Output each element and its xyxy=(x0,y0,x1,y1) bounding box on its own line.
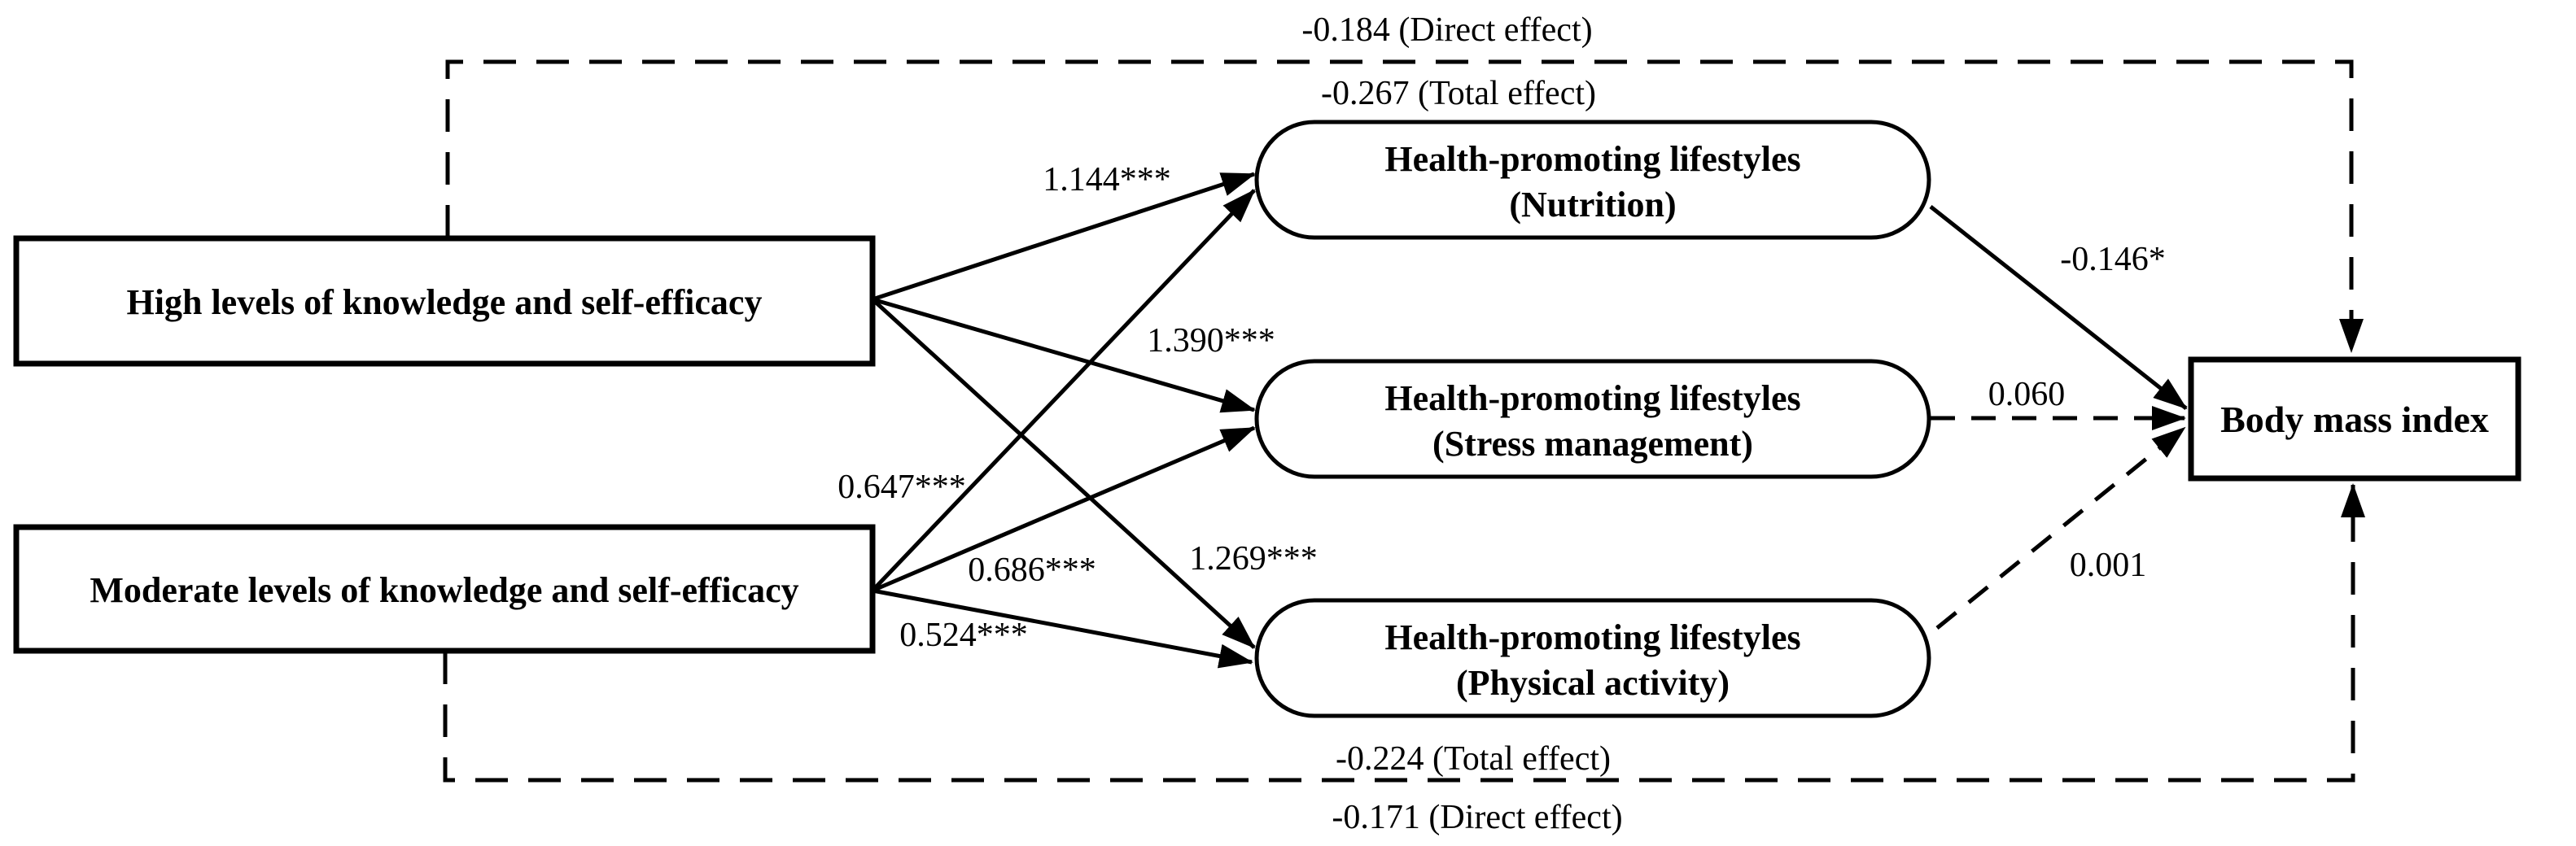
coef-moderate-nutrition: 0.647*** xyxy=(838,469,966,506)
mediator-stress-label-line2: (Stress management) xyxy=(1432,424,1753,464)
mediator-stress-oval xyxy=(1254,359,1931,479)
high-to-bmi-dashed-connector xyxy=(445,59,2364,353)
coef-nutrition-bmi: -0.146* xyxy=(2060,241,2166,278)
predictor-high-box xyxy=(13,235,876,367)
effect-moderate-direct-label: -0.171 (Direct effect) xyxy=(1332,799,1622,836)
coef-high-stress: 1.390*** xyxy=(1147,322,1275,360)
predictor-moderate-node: Moderate levels of knowledge and self-ef… xyxy=(13,524,876,654)
outcome-bmi-label: Body mass index xyxy=(2220,399,2489,440)
outcome-bmi-box xyxy=(2188,356,2521,482)
coef-physical-bmi: 0.001 xyxy=(2070,547,2147,584)
path-high-physical-arrow xyxy=(871,298,1256,649)
mediator-stress-node: Health-promoting lifestyles (Stress mana… xyxy=(1254,359,1931,479)
effect-high-total-label: -0.267 (Total effect) xyxy=(1321,75,1596,112)
mediator-nutrition-node: Health-promoting lifestyles (Nutrition) xyxy=(1254,120,1931,240)
mediator-physical-node: Health-promoting lifestyles (Physical ac… xyxy=(1254,598,1931,718)
coef-moderate-physical: 0.524*** xyxy=(899,617,1028,654)
predictor-moderate-box xyxy=(13,524,876,654)
path-moderate-stress-arrow xyxy=(872,425,1256,593)
mediator-nutrition-oval xyxy=(1254,120,1931,240)
mediator-physical-oval xyxy=(1254,598,1931,718)
predictor-high-label: High levels of knowledge and self-effica… xyxy=(127,282,763,322)
outcome-bmi-node: Body mass index xyxy=(2188,356,2521,482)
mediator-nutrition-label-line2: (Nutrition) xyxy=(1509,185,1676,225)
mediator-physical-label-line2: (Physical activity) xyxy=(1456,663,1730,703)
mediator-physical-label-line1: Health-promoting lifestyles xyxy=(1384,617,1800,657)
predictor-high-node: High levels of knowledge and self-effica… xyxy=(13,235,876,367)
path-moderate-physical-arrow xyxy=(872,588,1253,669)
path-high-stress-arrow xyxy=(872,297,1256,413)
coef-stress-bmi: 0.060 xyxy=(1988,376,2066,413)
mediator-stress-label-line1: Health-promoting lifestyles xyxy=(1384,378,1800,418)
moderate-to-bmi-dashed-connector xyxy=(443,483,2365,783)
path-nutrition-bmi-arrow xyxy=(1929,205,2188,410)
coef-moderate-stress: 0.686*** xyxy=(968,552,1096,589)
effect-high-direct-label: -0.184 (Direct effect) xyxy=(1301,11,1592,49)
coef-high-nutrition: 1.144*** xyxy=(1043,161,1171,198)
path-high-nutrition-arrow xyxy=(872,172,1256,302)
path-moderate-nutrition-arrow xyxy=(871,189,1256,592)
mediator-nutrition-label-line1: Health-promoting lifestyles xyxy=(1384,139,1800,179)
predictor-moderate-label: Moderate levels of knowledge and self-ef… xyxy=(90,570,798,610)
effect-moderate-total-label: -0.224 (Total effect) xyxy=(1336,740,1611,778)
path-physical-bmi-arrow xyxy=(1935,426,2186,630)
coef-high-physical: 1.269*** xyxy=(1189,540,1318,578)
